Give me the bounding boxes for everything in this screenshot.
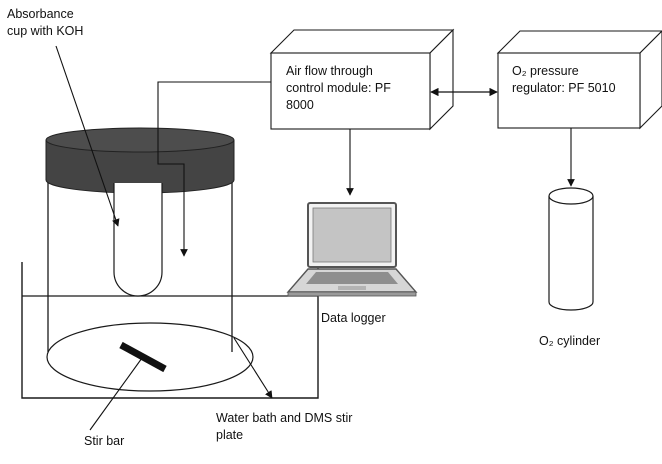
- reaction-vessel: [47, 168, 233, 352]
- water-bath-label: Water bath and DMS stir plate: [216, 410, 352, 444]
- o2-cylinder-label-text: O₂ cylinder: [539, 334, 601, 348]
- air-flow-module-label-line1: Air flow through: [286, 64, 373, 78]
- absorbance-cup-label: Absorbance cup with KOH: [7, 6, 83, 40]
- absorbance-pointer: [55, 45, 120, 227]
- water-bath-pointer: [233, 337, 273, 399]
- air-flow-module-box: [269, 28, 455, 131]
- stir-bar-label-text: Stir bar: [84, 434, 125, 448]
- absorbance-cup: [113, 183, 163, 297]
- stir-bar-pointer: [89, 357, 143, 431]
- data-logger-label-text: Data logger: [321, 311, 386, 325]
- stir-bar-label: Stir bar: [84, 433, 124, 450]
- o2-regulator-label-line1: O₂ pressure: [512, 64, 579, 78]
- water-bath-label-line2: plate: [216, 428, 244, 442]
- o2-regulator-label-line2: regulator: PF 5010: [512, 81, 616, 95]
- air-line: [157, 81, 271, 257]
- air-flow-module-label-line2: control module: PF: [286, 81, 391, 95]
- o2-cylinder-label: O₂ cylinder: [539, 333, 600, 350]
- water-bath: [21, 262, 319, 399]
- air-flow-module-label-line3: 8000: [286, 98, 314, 112]
- o2-cylinder-icon: [548, 187, 594, 311]
- laptop-icon: [286, 202, 418, 297]
- water-bath-label-line1: Water bath and DMS stir: [216, 411, 353, 425]
- absorbance-cup-label-line2: cup with KOH: [7, 24, 84, 38]
- data-logger-label: Data logger: [321, 310, 386, 327]
- o2-regulator-box: [496, 30, 662, 130]
- stir-bar: [119, 341, 167, 373]
- absorbance-cup-label-line1: Absorbance: [7, 7, 74, 21]
- o2-regulator-label: O₂ pressure regulator: PF 5010: [512, 63, 616, 97]
- air-flow-module-label: Air flow through control module: PF 8000: [286, 63, 391, 114]
